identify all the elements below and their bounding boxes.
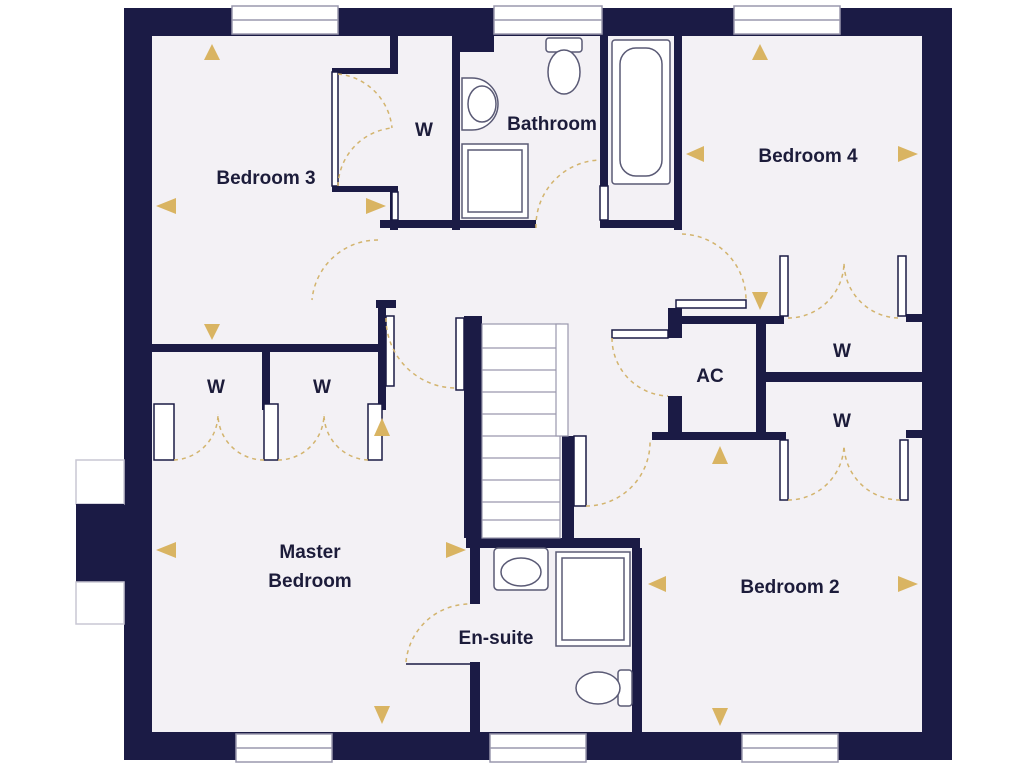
arrow-down [204, 324, 220, 340]
wardrobe-label: W [833, 411, 851, 432]
dimension-arrows [156, 44, 918, 726]
arrow-down [374, 706, 390, 724]
arrow-down [712, 708, 728, 726]
arrow-right [898, 146, 918, 162]
door-swings [173, 73, 901, 663]
staircase [481, 323, 569, 539]
toilet-bowl [547, 49, 581, 95]
arrow-up [712, 446, 728, 464]
door-jambs [153, 71, 909, 507]
arrow-left [686, 146, 704, 162]
wardrobe-label: W [313, 377, 331, 398]
ac-cupboard-label: AC [696, 366, 724, 387]
chimney-block [75, 459, 125, 625]
arrow-left [156, 198, 176, 214]
bathroom-fixtures [461, 37, 671, 219]
ensuite-fixtures [493, 547, 633, 707]
arrow-left [648, 576, 666, 592]
ensuite-label: En-suite [459, 628, 534, 649]
wardrobe-label: W [833, 341, 851, 362]
arrow-right [446, 542, 466, 558]
bathroom-label: Bathroom [507, 114, 597, 135]
ensuite-toilet-bowl [575, 671, 621, 705]
bedroom-4-label: Bedroom 4 [758, 146, 858, 167]
internal-walls [150, 36, 922, 734]
arrow-down [752, 292, 768, 310]
windows [231, 5, 841, 763]
master-bedroom-label-line1: Master [279, 542, 341, 563]
arrow-right [366, 198, 386, 214]
bedroom-3-label: Bedroom 3 [216, 168, 315, 189]
bedroom-2-label: Bedroom 2 [740, 577, 839, 598]
arrow-left [156, 542, 176, 558]
arrow-up [204, 44, 220, 60]
arrow-right [898, 576, 918, 592]
arrow-up [752, 44, 768, 60]
master-bedroom-label-line2: Bedroom [268, 571, 351, 592]
wardrobe-label: W [207, 377, 225, 398]
arrow-up [374, 418, 390, 436]
wardrobe-label: W [415, 120, 433, 141]
